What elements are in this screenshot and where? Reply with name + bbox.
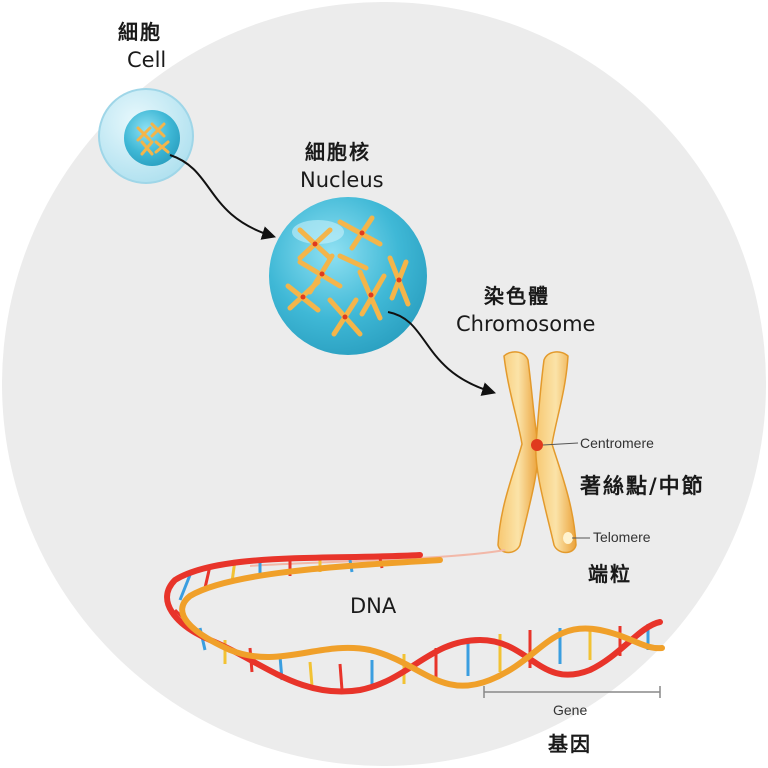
gene-bracket: [483, 686, 661, 698]
dna-label: DNA: [350, 594, 397, 618]
chromosome-illustration: [497, 351, 590, 554]
dna-double-helix: [164, 552, 665, 695]
centromere-label-en: Centromere: [580, 435, 654, 451]
centromere-marker: [531, 439, 543, 451]
telomere-label-en: Telomere: [593, 529, 651, 545]
centromere-label-zh: 著絲點/中節: [580, 474, 705, 498]
nucleus-illustration: [269, 197, 427, 355]
arrow-cell-to-nucleus: [169, 154, 277, 240]
gene-label-zh: 基因: [548, 732, 592, 756]
gene-label-en: Gene: [553, 702, 588, 718]
telomere-label-zh: 端粒: [588, 562, 632, 586]
arrow-nucleus-to-chromosome: [387, 311, 497, 396]
chromosome-label-en: Chromosome: [456, 312, 596, 336]
cell-illustration: [98, 88, 194, 184]
cell-label-zh: 細胞: [118, 20, 162, 44]
chromosome-label-zh: 染色體: [484, 284, 550, 308]
nucleus-label-en: Nucleus: [300, 168, 384, 192]
nucleus-label-zh: 細胞核: [305, 140, 371, 164]
cell-label-en: Cell: [127, 48, 167, 72]
